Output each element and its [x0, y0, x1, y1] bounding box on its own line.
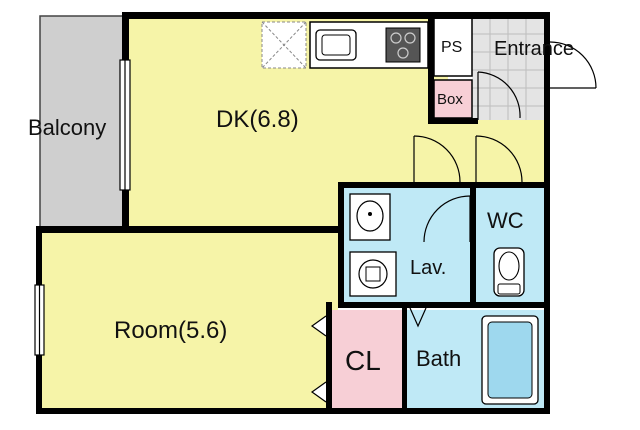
- pipe-space: [433, 15, 473, 77]
- closet-door-icon: [310, 315, 327, 403]
- entrance-door-swing-icon: [549, 41, 597, 89]
- dk-door-swing-icon: [413, 135, 523, 183]
- dk-label: DK(6.8): [216, 106, 299, 133]
- dk-lower-extension: [428, 120, 546, 184]
- balcony-window: [119, 59, 131, 191]
- ps-label: PS: [441, 39, 462, 56]
- entrance-tile-grid: [472, 16, 546, 120]
- bath-door-swing-icon: [409, 307, 427, 328]
- balcony-label: Balcony: [28, 115, 106, 140]
- wc-label: WC: [487, 208, 524, 233]
- bathtub-icon: [481, 315, 539, 405]
- room-label: Room(5.6): [114, 317, 227, 344]
- washbasin-icon: [349, 193, 391, 241]
- washer-icon: [349, 251, 397, 297]
- stove-icon: [385, 27, 421, 63]
- bath-label: Bath: [416, 346, 461, 371]
- lav-label: Lav.: [410, 257, 446, 279]
- room-window: [34, 284, 45, 356]
- sink-icon: [315, 29, 357, 61]
- western-room: [40, 230, 338, 410]
- lav-door-swing-icon: [423, 195, 471, 243]
- closet: [332, 310, 404, 410]
- balcony-area: [39, 15, 125, 229]
- toilet-icon: [493, 247, 525, 297]
- entrance-label: Entrance: [494, 38, 574, 60]
- box-label: Box: [437, 91, 463, 108]
- inner-entrance-door-swing-icon: [477, 71, 521, 120]
- entrance-area: [472, 16, 546, 120]
- cl-label: CL: [345, 345, 381, 376]
